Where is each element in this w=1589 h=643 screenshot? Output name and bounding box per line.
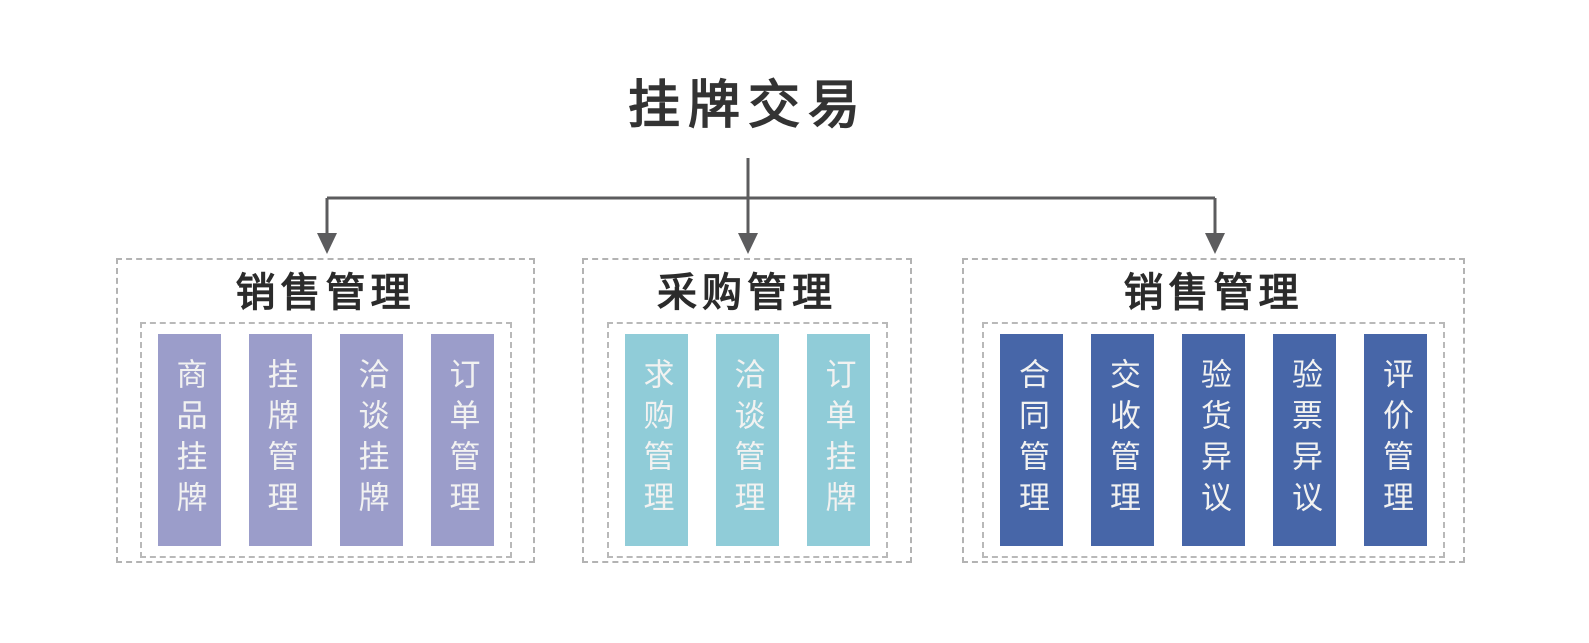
item-bar: 订单管理 (430, 334, 494, 546)
item-bar: 交收管理 (1091, 334, 1154, 546)
item-bar: 合同管理 (1000, 334, 1063, 546)
diagram-title: 挂牌交易 (627, 77, 869, 135)
arrow-down-icon (317, 233, 337, 254)
group-box-sales: 销售管理 商品挂牌挂牌管理洽谈挂牌订单管理 (116, 258, 535, 563)
group-box-purchase: 采购管理 求购管理洽谈管理订单挂牌 (582, 258, 912, 563)
item-bar: 订单挂牌 (806, 334, 870, 546)
group-items: 合同管理交收管理验货异议验票异议评价管理 (982, 322, 1445, 558)
group-heading: 销售管理 (235, 271, 416, 315)
group-items: 商品挂牌挂牌管理洽谈挂牌订单管理 (139, 322, 512, 558)
group-heading: 采购管理 (657, 271, 837, 315)
item-bar: 验货异议 (1182, 334, 1245, 546)
item-bar: 洽谈挂牌 (339, 334, 403, 546)
item-bar: 求购管理 (624, 334, 688, 546)
arrow-down-icon (738, 233, 758, 254)
group-heading: 销售管理 (1123, 271, 1304, 315)
item-bar: 验票异议 (1273, 334, 1336, 546)
item-bar: 商品挂牌 (157, 334, 221, 546)
item-bar: 洽谈管理 (715, 334, 779, 546)
item-bar: 挂牌管理 (248, 334, 312, 546)
arrow-down-icon (1205, 233, 1225, 254)
group-box-settlement: 销售管理 合同管理交收管理验货异议验票异议评价管理 (962, 258, 1465, 563)
group-items: 求购管理洽谈管理订单挂牌 (606, 322, 888, 558)
item-bar: 评价管理 (1364, 334, 1427, 546)
